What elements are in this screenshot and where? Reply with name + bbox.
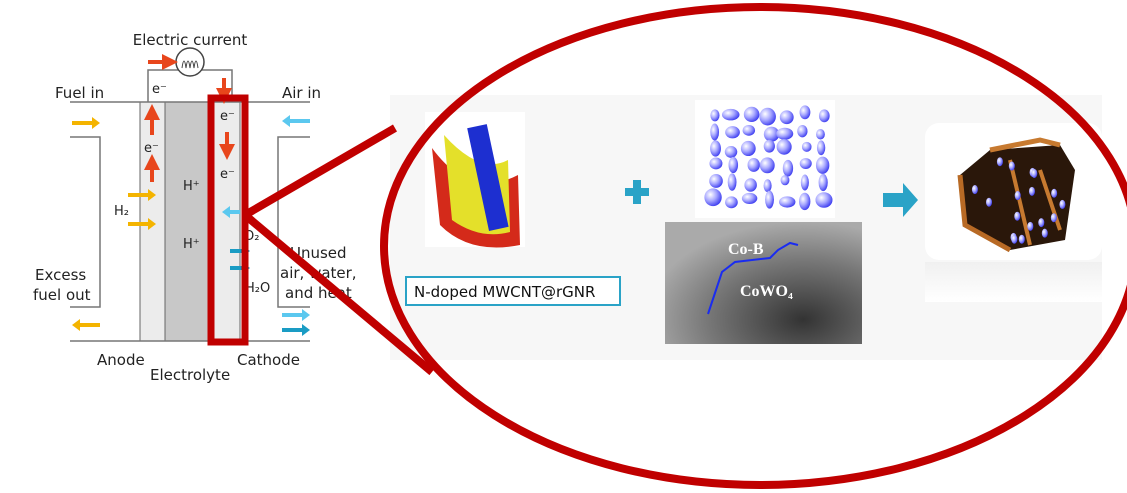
nanoparticle xyxy=(779,110,794,125)
nanoparticle xyxy=(816,129,825,140)
electron-label: e⁻ xyxy=(220,167,235,182)
nanoparticle xyxy=(759,157,775,174)
nanoparticle xyxy=(744,178,757,192)
load-icon xyxy=(175,47,205,77)
electric-current-label: Electric current xyxy=(133,31,248,49)
nanoparticle xyxy=(741,192,758,204)
electron-label: e⁻ xyxy=(220,109,235,124)
excess-fuel-label: fuel out xyxy=(33,286,91,304)
nanoparticle xyxy=(1050,213,1057,223)
nanoparticle xyxy=(1031,168,1038,178)
nanoparticle xyxy=(818,109,830,123)
hydrogen-label: H₂ xyxy=(114,204,129,219)
nanoparticle xyxy=(799,105,811,120)
nanoparticle xyxy=(1014,191,1021,201)
anode-label: Anode xyxy=(97,351,145,369)
nanoparticle xyxy=(727,173,737,191)
proton-label: H⁺ xyxy=(183,179,200,194)
nanoparticle xyxy=(1014,211,1021,221)
nanoparticle xyxy=(815,156,830,174)
fuel-cell-schematic: Electric current Fuel in Air in e⁻ e⁻ e⁻… xyxy=(33,31,357,384)
nanoparticle xyxy=(782,159,794,177)
nanoparticle xyxy=(710,140,721,157)
nanoparticle xyxy=(776,139,792,155)
nanoparticle xyxy=(765,190,774,209)
nanoparticle xyxy=(818,173,828,192)
arrow-right-icon xyxy=(883,183,918,217)
zoom-ellipse xyxy=(380,3,1127,489)
composite-catalyst-illustration xyxy=(925,123,1102,302)
nanoparticle xyxy=(763,139,775,153)
nanoparticle xyxy=(1028,186,1035,196)
mwcnt-rgnr-illustration xyxy=(425,112,525,248)
nanoparticle xyxy=(742,124,756,136)
fuel-in-label: Fuel in xyxy=(55,84,104,102)
nanoparticle xyxy=(799,192,811,211)
cathode-label: Cathode xyxy=(237,351,300,369)
water-label: H₂O xyxy=(245,281,270,296)
nanoparticle xyxy=(704,188,722,207)
nanoparticle xyxy=(1027,221,1034,231)
cnt-label: N-doped MWCNT@rGNR xyxy=(414,283,595,301)
nanoparticle xyxy=(1038,218,1045,228)
nanoparticle xyxy=(740,140,756,157)
nanoparticle xyxy=(776,127,794,140)
nanoparticle xyxy=(996,157,1003,167)
tem-label-cowo4: CoWO₄ xyxy=(740,283,793,300)
air-in-label: Air in xyxy=(282,84,321,102)
nanoparticle xyxy=(763,179,772,193)
cnt-label-box xyxy=(405,276,621,306)
nanoparticles-illustration xyxy=(695,100,835,218)
nanoparticle xyxy=(800,174,809,191)
nanoparticle xyxy=(797,124,808,138)
nanoparticle xyxy=(986,197,993,207)
nanoparticle xyxy=(1059,199,1066,209)
nanoparticle xyxy=(724,145,738,158)
catalyst-materials-panel: N-doped MWCNT@rGNR Co-B CoWO₄ xyxy=(390,95,1102,360)
nanoparticle xyxy=(815,192,833,208)
nanoparticle xyxy=(816,140,826,156)
nanoparticle xyxy=(1018,234,1025,244)
electrolyte-label: Electrolyte xyxy=(150,366,230,384)
excess-fuel-label: Excess xyxy=(35,266,86,284)
nanoparticle xyxy=(728,156,739,174)
nanoparticle xyxy=(759,107,776,126)
unused-output-label: Unused xyxy=(290,244,347,262)
nanoparticle xyxy=(1041,228,1048,238)
nanoparticle xyxy=(747,157,760,172)
tem-image: Co-B CoWO₄ xyxy=(665,222,862,344)
nanoparticle xyxy=(763,126,780,142)
nanoparticle xyxy=(1011,234,1018,244)
nanoparticle xyxy=(725,196,738,209)
highlight-callout xyxy=(207,3,1127,489)
electron-label: e⁻ xyxy=(144,141,159,156)
nanoparticle xyxy=(743,106,760,123)
nanoparticle xyxy=(1051,188,1058,198)
nanoparticle xyxy=(801,141,812,152)
nanoparticle xyxy=(725,126,740,139)
proton-label: H⁺ xyxy=(183,237,200,252)
electrolyte-layer xyxy=(164,101,211,342)
nanoparticle xyxy=(710,109,720,122)
tem-label-co-b: Co-B xyxy=(728,241,764,258)
nanoparticle xyxy=(971,185,978,195)
nanoparticle xyxy=(710,123,720,141)
plus-icon xyxy=(625,180,649,204)
nanoparticle xyxy=(779,196,796,208)
nanoparticle xyxy=(780,175,790,186)
electron-label: e⁻ xyxy=(152,82,167,97)
nanoparticle xyxy=(799,158,812,169)
nanoparticle xyxy=(721,108,740,121)
nanoparticle xyxy=(1008,161,1015,171)
nanoparticle xyxy=(709,173,723,188)
nanoparticle xyxy=(709,157,723,170)
